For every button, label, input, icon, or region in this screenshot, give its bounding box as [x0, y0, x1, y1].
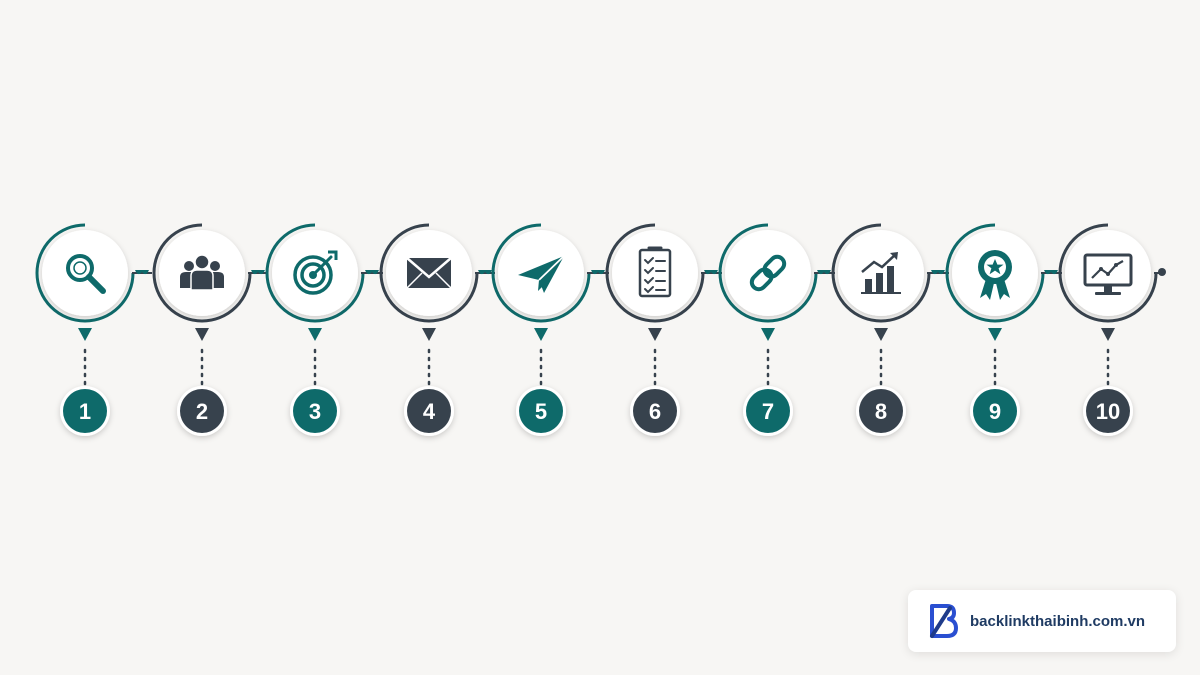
- step-3-number: 3: [309, 399, 321, 424]
- paper-plane-icon: [518, 255, 565, 293]
- step-1-ring: [35, 223, 135, 323]
- step-6: 6: [605, 223, 705, 436]
- step-1-number: 1: [79, 399, 91, 424]
- step-4: 4: [379, 223, 479, 436]
- envelope-icon: [406, 257, 452, 289]
- brand-watermark: backlinkthaibinh.com.vn: [908, 590, 1176, 652]
- brand-text: backlinkthaibinh.com.vn: [970, 612, 1146, 630]
- step-8-ring: [831, 223, 931, 323]
- step-7-ring: [718, 223, 818, 323]
- step-6-badge: [633, 389, 677, 433]
- connector-2-3: [248, 270, 268, 275]
- users-icon: [180, 254, 224, 291]
- step-4-number: 4: [423, 399, 436, 424]
- monitor-chart-icon: [1083, 253, 1133, 295]
- step-9: 9: [945, 223, 1045, 436]
- step-2-ring: [152, 223, 252, 323]
- brand-b-logo-icon: [930, 604, 958, 638]
- step-9-badge: [973, 389, 1017, 433]
- step-2-number: 2: [196, 399, 208, 424]
- step-5: 5: [491, 223, 591, 436]
- step-3: 3: [265, 223, 365, 436]
- step-4-badge: [407, 389, 451, 433]
- award-ribbon-icon: [978, 250, 1012, 300]
- step-8-number: 8: [875, 399, 887, 424]
- step-5-number: 5: [535, 399, 547, 424]
- search-icon: [66, 254, 106, 294]
- step-3-badge: [293, 389, 337, 433]
- step-8-badge: [859, 389, 903, 433]
- step-7-number: 7: [762, 399, 774, 424]
- step-1: 1: [35, 223, 135, 436]
- step-7: 7: [718, 223, 818, 436]
- timeline-end-cap: [1154, 268, 1166, 276]
- step-9-number: 9: [989, 399, 1001, 424]
- step-3-ring: [265, 223, 365, 323]
- connector-8-9: [927, 270, 949, 275]
- checklist-icon: [638, 246, 672, 298]
- step-7-badge: [746, 389, 790, 433]
- step-6-ring: [605, 223, 705, 323]
- connector-5-6: [587, 270, 609, 275]
- step-8: 8: [831, 223, 931, 436]
- target-icon: [293, 250, 338, 295]
- step-2-badge: [180, 389, 224, 433]
- connector-3-4: [361, 270, 383, 275]
- step-9-ring: [945, 223, 1045, 323]
- step-10-number: 10: [1096, 399, 1120, 424]
- step-10-badge: [1086, 389, 1130, 433]
- step-5-ring: [491, 223, 591, 323]
- step-5-badge: [519, 389, 563, 433]
- step-10: 10: [1058, 223, 1158, 436]
- step-4-ring: [379, 223, 479, 323]
- step-2: 2: [152, 223, 252, 436]
- step-1-badge: [63, 389, 107, 433]
- connector-1-2: [132, 270, 152, 275]
- step-10-ring: [1058, 223, 1158, 323]
- growth-chart-icon: [861, 252, 901, 294]
- step-6-number: 6: [649, 399, 661, 424]
